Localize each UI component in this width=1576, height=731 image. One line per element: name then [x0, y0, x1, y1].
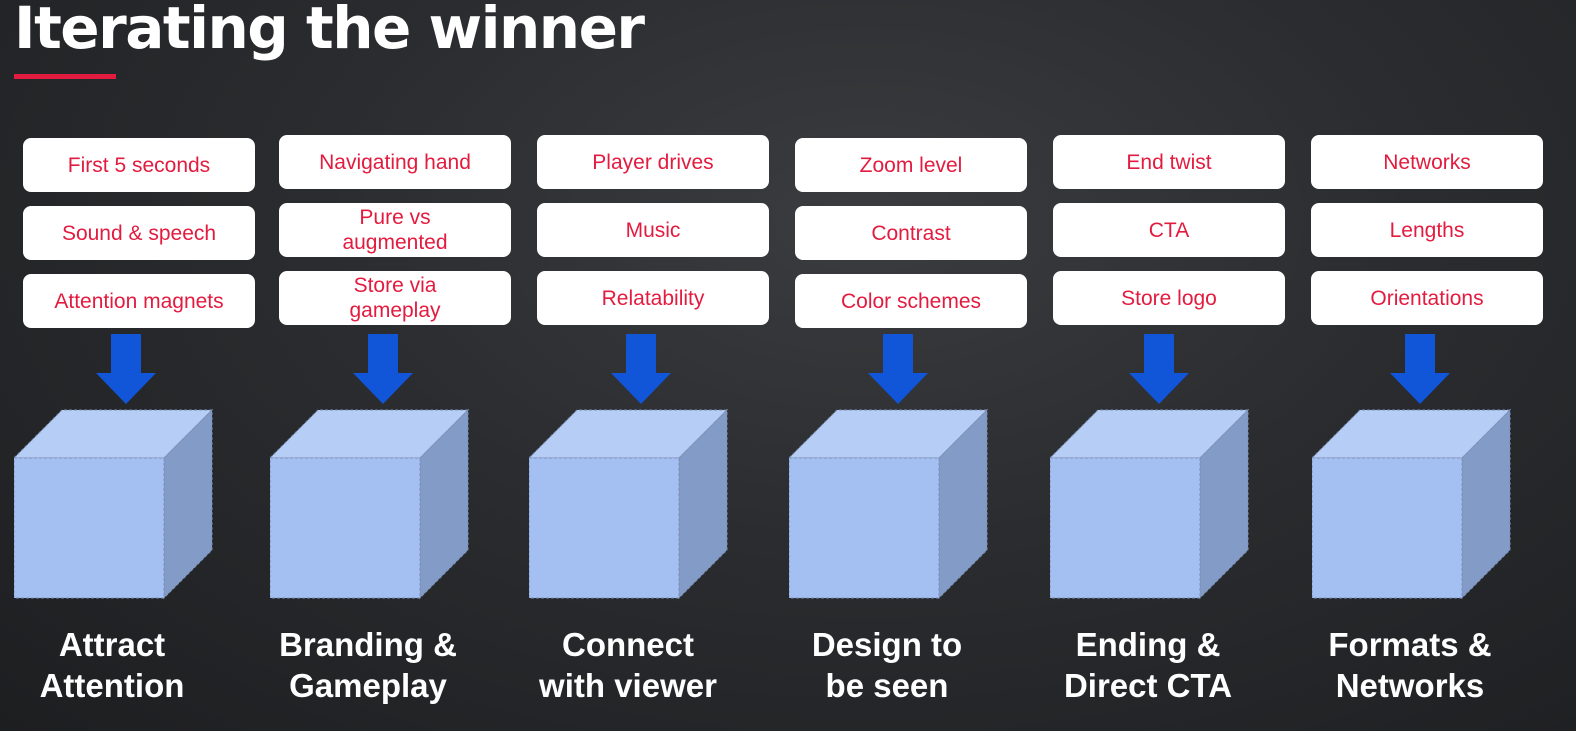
stage-label: Branding & Gameplay	[279, 626, 457, 704]
idea-tag-label: Relatability	[601, 286, 705, 310]
idea-tag-label: Sound & speech	[61, 221, 217, 245]
idea-tag: Lengths	[1311, 203, 1543, 257]
idea-tag-label: Lengths	[1389, 218, 1465, 242]
stage-label: Ending & Direct CTA	[1063, 626, 1233, 704]
idea-tag: Contrast	[795, 206, 1027, 260]
cube-icon	[789, 408, 989, 600]
down-arrow-icon	[611, 334, 671, 404]
down-arrow-icon	[1390, 334, 1450, 404]
idea-tag: Navigating hand	[279, 135, 511, 189]
idea-tag-label: Orientations	[1370, 286, 1484, 310]
idea-tag-label: Networks	[1383, 150, 1471, 174]
idea-tag-label: Player drives	[592, 150, 714, 174]
idea-tag-label: Attention magnets	[54, 289, 224, 313]
down-arrow-icon	[96, 334, 156, 404]
stage-label: Attract Attention	[39, 626, 185, 704]
idea-tag-label: Contrast	[871, 221, 951, 245]
idea-tag: Store via gameplay	[279, 271, 511, 325]
cube-icon	[14, 408, 214, 600]
cube-icon	[1312, 408, 1512, 600]
slide-title: Iterating the winner	[14, 0, 645, 62]
idea-tag-label: Music	[625, 218, 681, 242]
idea-tag-label: Navigating hand	[319, 150, 471, 174]
idea-tag: Orientations	[1311, 271, 1543, 325]
down-arrow-icon	[353, 334, 413, 404]
idea-tag: CTA	[1053, 203, 1285, 257]
idea-tag: Relatability	[537, 271, 769, 325]
idea-tag-label: Store logo	[1121, 286, 1217, 310]
idea-tag-label: Pure vs augmented	[342, 206, 448, 254]
idea-tag-label: Color schemes	[840, 289, 982, 313]
idea-tag: First 5 seconds	[23, 138, 255, 192]
idea-tag: Sound & speech	[23, 206, 255, 260]
idea-tag: Attention magnets	[23, 274, 255, 328]
idea-tag: Color schemes	[795, 274, 1027, 328]
stage-label: Connect with viewer	[539, 626, 717, 704]
idea-tag: Networks	[1311, 135, 1543, 189]
idea-tag: Store logo	[1053, 271, 1285, 325]
idea-tag-label: End twist	[1126, 150, 1212, 174]
idea-tag: Pure vs augmented	[279, 203, 511, 257]
title-underline	[14, 74, 116, 79]
idea-tag-label: Zoom level	[859, 153, 963, 177]
idea-tag: Player drives	[537, 135, 769, 189]
cube-icon	[270, 408, 470, 600]
down-arrow-icon	[868, 334, 928, 404]
down-arrow-icon	[1129, 334, 1189, 404]
stage-label: Design to be seen	[811, 626, 963, 704]
idea-tag: End twist	[1053, 135, 1285, 189]
cube-icon	[529, 408, 729, 600]
idea-tag-label: Store via gameplay	[349, 274, 441, 322]
idea-tag: Zoom level	[795, 138, 1027, 192]
stage-label: Formats & Networks	[1328, 626, 1492, 704]
idea-tag-label: CTA	[1148, 218, 1190, 242]
idea-tag-label: First 5 seconds	[67, 153, 211, 177]
idea-tag: Music	[537, 203, 769, 257]
cube-icon	[1050, 408, 1250, 600]
